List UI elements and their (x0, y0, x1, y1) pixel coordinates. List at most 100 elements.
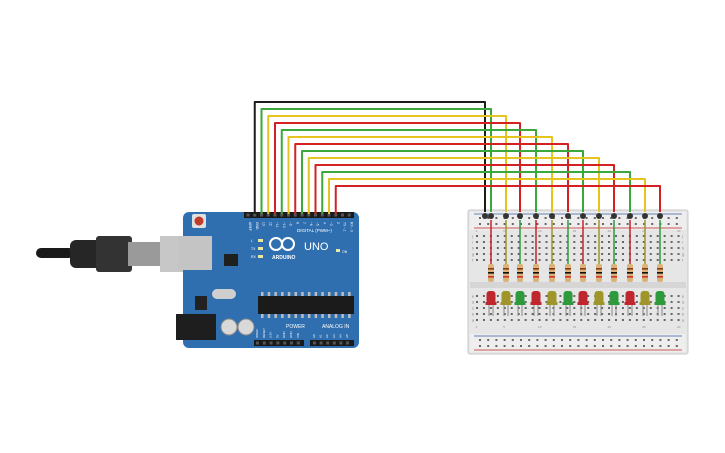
breadboard-hole[interactable] (656, 319, 659, 321)
rail-hole[interactable] (626, 345, 629, 347)
rail-hole[interactable] (602, 223, 604, 225)
breadboard-hole[interactable] (524, 259, 527, 261)
breadboard-hole[interactable] (601, 313, 604, 315)
breadboard-hole[interactable] (552, 313, 555, 315)
rail-hole[interactable] (503, 345, 506, 347)
rail-hole[interactable] (593, 345, 596, 347)
header-pin[interactable] (260, 213, 263, 217)
breadboard-hole[interactable] (635, 313, 638, 315)
breadboard-hole[interactable] (496, 307, 499, 309)
breadboard-hole[interactable] (621, 307, 624, 309)
breadboard-hole[interactable] (510, 259, 513, 261)
breadboard-hole[interactable] (573, 295, 576, 297)
breadboard-hole[interactable] (552, 241, 555, 243)
rail-hole[interactable] (569, 345, 572, 347)
header-pin[interactable] (253, 213, 257, 217)
rail-hole[interactable] (487, 345, 490, 347)
breadboard-hole[interactable] (503, 247, 506, 249)
breadboard-hole[interactable] (677, 319, 680, 321)
rail-hole[interactable] (479, 217, 481, 219)
breadboard-hole[interactable] (670, 301, 673, 303)
breadboard-hole[interactable] (615, 235, 617, 237)
rail-hole[interactable] (643, 345, 645, 347)
power-header-pin[interactable] (276, 341, 280, 345)
breadboard-hole[interactable] (580, 247, 583, 249)
rail-hole[interactable] (561, 345, 563, 347)
breadboard-hole[interactable] (531, 307, 534, 309)
analog-header-pin[interactable] (339, 341, 343, 345)
rail-hole[interactable] (528, 339, 531, 341)
breadboard-hole[interactable] (594, 319, 597, 321)
breadboard-hole[interactable] (482, 247, 485, 249)
breadboard-hole[interactable] (608, 247, 611, 249)
rail-hole[interactable] (602, 345, 604, 347)
breadboard-hole[interactable] (587, 259, 590, 261)
rail-hole[interactable] (544, 217, 547, 219)
breadboard-hole[interactable] (615, 241, 617, 243)
breadboard-hole[interactable] (496, 247, 499, 249)
breadboard-hole[interactable] (573, 313, 576, 315)
rail-hole[interactable] (528, 223, 531, 225)
breadboard-hole[interactable] (524, 235, 527, 237)
breadboard-hole[interactable] (608, 253, 611, 255)
breadboard-hole[interactable] (656, 259, 659, 261)
breadboard-hole[interactable] (503, 319, 506, 321)
header-pin[interactable] (334, 213, 338, 217)
rail-hole[interactable] (561, 339, 563, 341)
breadboard-hole[interactable] (621, 241, 624, 243)
breadboard-hole[interactable] (531, 313, 534, 315)
breadboard-hole[interactable] (670, 307, 673, 309)
breadboard-hole[interactable] (587, 247, 590, 249)
rail-hole[interactable] (561, 217, 563, 219)
rail-hole[interactable] (634, 217, 637, 219)
breadboard-hole[interactable] (496, 259, 499, 261)
breadboard-hole[interactable] (517, 319, 520, 321)
rail-hole[interactable] (528, 345, 531, 347)
rail-hole[interactable] (503, 223, 506, 225)
rail-hole[interactable] (626, 223, 629, 225)
header-pin[interactable] (273, 213, 277, 217)
rail-hole[interactable] (593, 223, 596, 225)
rail-hole[interactable] (495, 223, 498, 225)
breadboard-hole[interactable] (559, 235, 562, 237)
rail-hole[interactable] (585, 217, 588, 219)
breadboard-hole[interactable] (552, 319, 555, 321)
power-header-pin[interactable] (269, 341, 273, 345)
breadboard-hole[interactable] (482, 319, 485, 321)
breadboard-hole[interactable] (503, 241, 506, 243)
rail-hole[interactable] (651, 217, 654, 219)
rail-hole[interactable] (536, 345, 539, 347)
breadboard-hole[interactable] (482, 295, 485, 297)
breadboard-hole[interactable] (642, 319, 645, 321)
header-pin[interactable] (246, 213, 250, 217)
breadboard-hole[interactable] (642, 259, 645, 261)
rail-hole[interactable] (536, 339, 539, 341)
header-pin[interactable] (287, 213, 290, 217)
breadboard-hole[interactable] (538, 259, 541, 261)
breadboard-hole[interactable] (573, 307, 576, 309)
breadboard-hole[interactable] (482, 301, 485, 303)
breadboard-hole[interactable] (656, 247, 659, 249)
breadboard-hole[interactable] (489, 319, 492, 321)
rail-hole[interactable] (487, 339, 490, 341)
rail-hole[interactable] (667, 345, 670, 347)
breadboard-hole[interactable] (545, 253, 548, 255)
breadboard-hole[interactable] (621, 295, 624, 297)
breadboard-hole[interactable] (587, 295, 590, 297)
breadboard-hole[interactable] (538, 241, 541, 243)
breadboard-hole[interactable] (524, 319, 527, 321)
breadboard-hole[interactable] (482, 235, 485, 237)
breadboard-hole[interactable] (476, 295, 478, 297)
breadboard-hole[interactable] (608, 319, 611, 321)
breadboard-hole[interactable] (663, 247, 666, 249)
rail-hole[interactable] (585, 345, 588, 347)
rail-hole[interactable] (503, 339, 506, 341)
rail-hole[interactable] (495, 217, 498, 219)
rail-hole[interactable] (643, 223, 645, 225)
breadboard-hole[interactable] (476, 307, 478, 309)
rail-hole[interactable] (610, 223, 613, 225)
breadboard-hole[interactable] (649, 301, 652, 303)
breadboard-hole[interactable] (573, 247, 576, 249)
header-pin[interactable] (300, 213, 304, 217)
breadboard-hole[interactable] (559, 301, 562, 303)
